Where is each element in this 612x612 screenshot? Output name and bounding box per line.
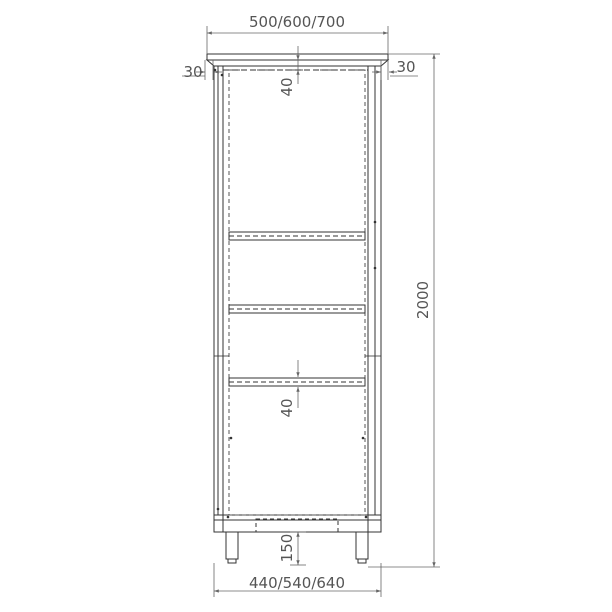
shelf-3 — [228, 377, 366, 387]
right-leg — [355, 531, 369, 560]
shelf-1 — [228, 231, 366, 241]
base-frame — [255, 518, 339, 533]
dimension-lines — [182, 26, 440, 597]
left-foot — [227, 558, 237, 564]
top-width-label: 500/600/700 — [249, 13, 345, 31]
plinth — [213, 514, 382, 533]
left-leg — [225, 531, 239, 560]
hardware-marks — [213, 68, 377, 519]
dimension-labels: 500/600/700 440/540/640 2000 30 30 40 40… — [183, 13, 432, 592]
bottom-width-label: 440/540/640 — [249, 574, 345, 592]
cabinet-body — [205, 53, 390, 533]
leg-height-label: 150 — [278, 534, 296, 563]
height-label: 2000 — [414, 281, 432, 319]
worktop-edge — [205, 59, 390, 67]
top-gap-label: 40 — [278, 77, 296, 96]
left-offset-label: 30 — [183, 63, 202, 81]
inner-cavity — [228, 69, 366, 516]
legs — [225, 531, 369, 564]
shelf-2 — [228, 304, 366, 314]
shelf-gap-label: 40 — [278, 398, 296, 417]
right-offset-label: 30 — [396, 58, 415, 76]
worktop — [206, 53, 389, 61]
right-foot — [357, 558, 367, 564]
shelves — [228, 231, 366, 387]
